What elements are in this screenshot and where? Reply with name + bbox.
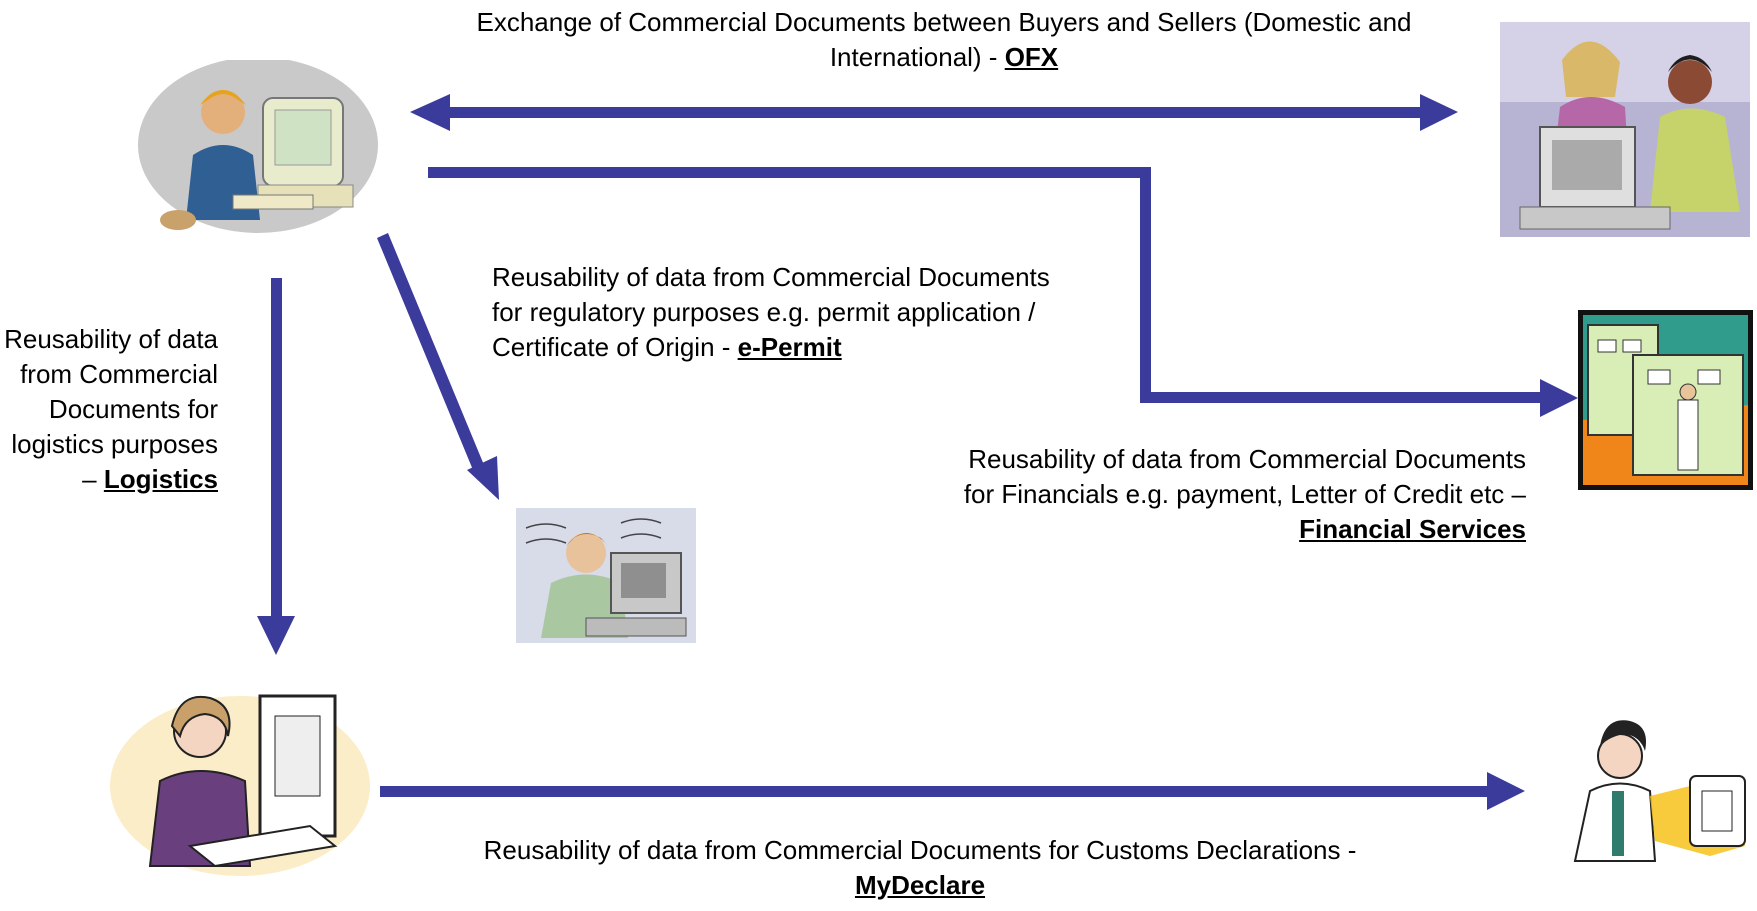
financial-arrow-head (1540, 379, 1578, 417)
epermit-text: Reusability of data from Commercial Docu… (492, 262, 1050, 362)
epermit-label: Reusability of data from Commercial Docu… (492, 260, 1074, 365)
mydeclare-link[interactable]: MyDeclare (854, 870, 986, 900)
customs-officer-icon (1573, 720, 1746, 862)
ofx-arrow-head-right (1420, 94, 1458, 131)
financial-text: Reusability of data from Commercial Docu… (963, 444, 1526, 509)
mydeclare-arrow-shaft (380, 786, 1495, 797)
logistics-text: Reusability of data from Commercial Docu… (4, 324, 218, 494)
permit-officer-icon (516, 508, 696, 643)
epermit-link[interactable]: e-Permit (737, 332, 842, 362)
mydeclare-label: Reusability of data from Commercial Docu… (480, 833, 1360, 903)
mydeclare-text: Reusability of data from Commercial Docu… (483, 835, 1357, 865)
epermit-arrow-head (467, 456, 499, 500)
financial-arrow-shaft-3 (1140, 392, 1550, 403)
logistics-arrow-shaft (271, 278, 282, 618)
financial-arrow-shaft-2 (1140, 167, 1151, 402)
ofx-label: Exchange of Commercial Documents between… (440, 5, 1448, 75)
mydeclare-arrow-head (1487, 772, 1525, 810)
ofx-arrow-shaft (445, 107, 1430, 118)
ofx-text: Exchange of Commercial Documents between… (476, 7, 1412, 72)
financial-label: Reusability of data from Commercial Docu… (958, 442, 1526, 547)
logistics-arrow-head (257, 616, 295, 655)
epermit-arrow-shaft (377, 233, 484, 470)
ofx-arrow-head-left (410, 94, 450, 131)
bank-computers-icon (1578, 310, 1753, 490)
logistics-link[interactable]: Logistics (103, 464, 218, 494)
ofx-link[interactable]: OFX (1004, 42, 1059, 72)
logistics-operator-icon (110, 694, 370, 876)
logistics-label: Reusability of data from Commercial Docu… (0, 322, 218, 497)
financial-arrow-shaft-1 (428, 167, 1150, 178)
seller-office-worker-icon (138, 60, 378, 233)
buyers-office-workers-icon (1500, 22, 1750, 237)
financial-link[interactable]: Financial Services (1299, 514, 1526, 544)
